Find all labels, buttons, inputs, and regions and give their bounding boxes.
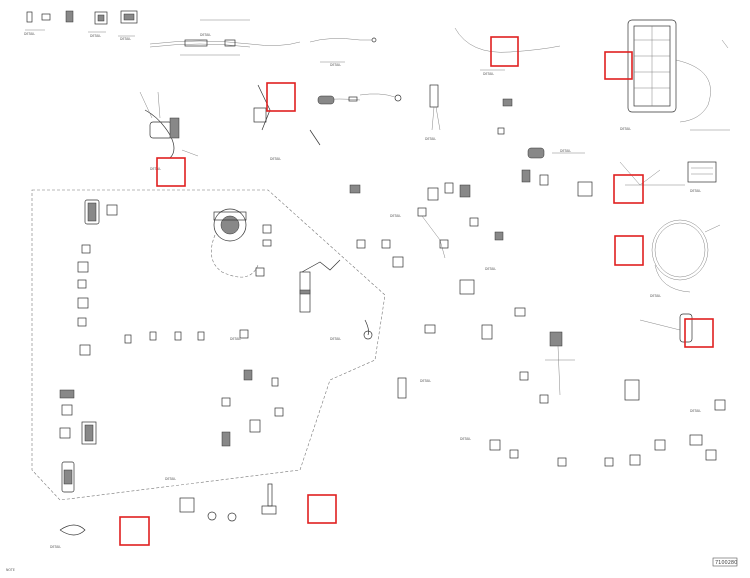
highlight-box-6[interactable] [614,235,644,266]
svg-text:DETAIL: DETAIL [460,437,471,441]
svg-text:DETAIL: DETAIL [483,72,494,76]
svg-text:DETAIL: DETAIL [650,294,661,298]
highlight-boxes [119,36,714,546]
svg-text:DETAIL: DETAIL [560,149,571,153]
svg-text:DETAIL: DETAIL [200,33,211,37]
callout-labels: DETAIL DETAIL DETAIL DETAIL DETAIL DETAI… [24,32,701,549]
drawing-number-stamp: 7100280 NOTE [6,557,738,572]
svg-text:DETAIL: DETAIL [485,267,496,271]
svg-text:DETAIL: DETAIL [230,337,241,341]
highlight-box-8[interactable] [307,494,337,524]
svg-text:DETAIL: DETAIL [90,34,101,38]
svg-text:DETAIL: DETAIL [330,63,341,67]
top-right-wire [454,27,561,107]
svg-text:DETAIL: DETAIL [390,214,401,218]
svg-text:DETAIL: DETAIL [330,337,341,341]
svg-text:DETAIL: DETAIL [620,127,631,131]
highlight-box-7[interactable] [684,318,714,348]
highlight-box-3[interactable] [266,82,296,112]
upper-middle-parts [253,84,441,146]
top-harness [149,19,377,63]
right-connectors [427,127,717,201]
svg-text:DETAIL: DETAIL [270,157,281,161]
svg-text:DETAIL: DETAIL [120,37,131,41]
bottom-center-parts [59,483,277,536]
coiled-harness [651,219,721,343]
sensor-cluster [139,91,199,159]
drawing-number: 7100280 [715,560,737,566]
highlight-box-1[interactable] [490,36,519,67]
svg-text:DETAIL: DETAIL [165,477,176,481]
highlight-box-9[interactable] [119,516,150,546]
svg-text:DETAIL: DETAIL [50,545,61,549]
svg-text:DETAIL: DETAIL [420,379,431,383]
highlight-box-2[interactable] [604,51,633,80]
dashed-enclosure [31,189,386,501]
svg-text:DETAIL: DETAIL [690,409,701,413]
svg-text:DETAIL: DETAIL [24,32,35,36]
svg-text:DETAIL: DETAIL [150,167,161,171]
center-connectors [349,184,640,404]
svg-text:DETAIL: DETAIL [690,189,701,193]
top-left-part-group [25,10,138,37]
svg-text:DETAIL: DETAIL [425,137,436,141]
highlight-box-5[interactable] [613,174,644,204]
corner-reference: NOTE [6,568,15,572]
highlight-box-4[interactable] [156,157,186,187]
enclosure-connectors [59,199,373,493]
throttle-body [210,208,341,313]
lower-right-connectors [489,319,726,467]
ecu-connector [627,19,730,131]
